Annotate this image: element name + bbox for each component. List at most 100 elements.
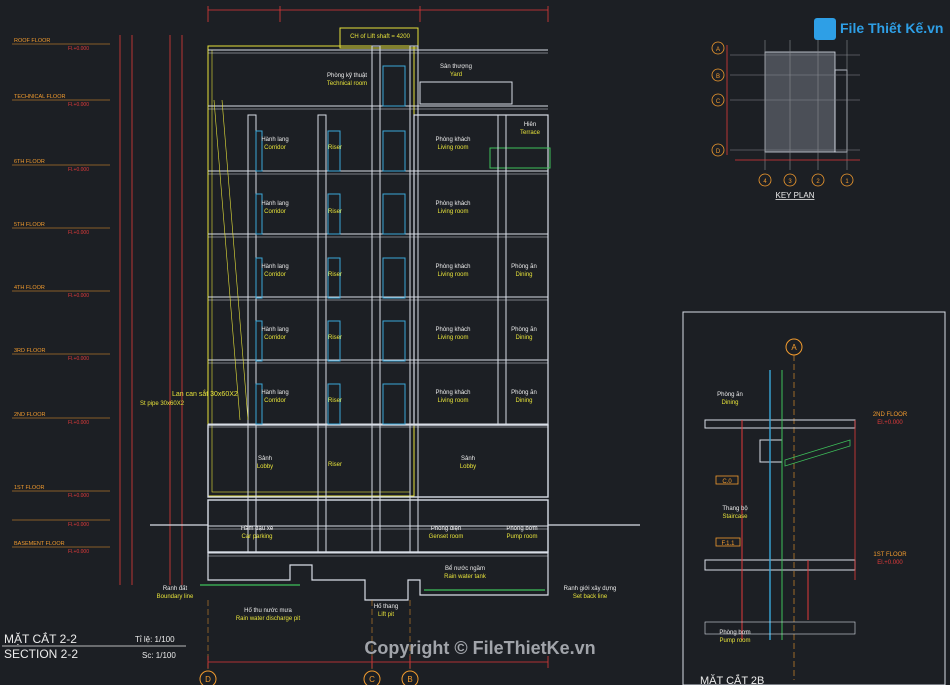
detail-dining-en: Dining [721,400,738,406]
grid-axis-bubble [363,670,381,685]
roof-note: CH of Lift shaft = 4200 [350,34,411,40]
carpark-en: Car parking [241,534,272,540]
tank-en: Rain water tank [444,574,487,580]
bottom-dimension [207,656,549,668]
key-axis-bubble [811,173,825,187]
title-block: MẶT CẮT 2-2 SECTION 2-2 Tỉ lệ: 1/100 Sc:… [2,631,186,661]
living-en: Living room [437,398,468,404]
corridor-vi: Hành lang [261,137,288,143]
floor-elevation: Fl.+0.000 [68,356,89,362]
grid-axis-label: C [369,675,375,684]
lift-door [382,383,406,425]
floor-elevation: Fl.+0.000 [68,420,89,426]
floor-name: TECHNICAL FLOOR [14,94,65,100]
detail-dining-vi: Phòng ăn [717,392,743,398]
corridor-vi: Hành lang [261,390,288,396]
detail-view: A Phòng ăn Dining Thang bộ Staircase Phò… [682,311,946,685]
floor-name: 3RD FLOOR [14,348,46,354]
key-plan: KEY PLAN [726,40,860,200]
railing-vi: Lan can sắt 30x60X2 [172,389,238,398]
floor-name: ROOF FLOOR [14,38,50,44]
carpark-vi: Hầm đậu xe [241,526,274,532]
pump-vi: Phòng bơm [506,526,537,532]
living-vi: Phòng khách [435,137,470,143]
key-side-bubble [711,68,725,82]
key-side-label: C [716,99,721,105]
genset-vi: Phòng điện [431,526,461,532]
boundary-vi: Ranh đất [163,586,188,592]
logo-icon [814,18,836,40]
corridor-door [255,130,263,172]
grid-axis-label: B [407,675,412,684]
riser-door [327,193,341,235]
lift-door [382,257,406,299]
dining-vi: Phòng ăn [511,390,537,396]
key-side-label: B [716,74,720,80]
floor-name: 1ST FLOOR [14,485,44,491]
logo-text: File Thiết Kế.vn [840,20,944,36]
pit-vi: Hố thu nước mưa [244,608,292,614]
key-axis-label: 1 [845,179,849,185]
riser-door [327,257,341,299]
brand-logo: File Thiết Kế.vn [814,14,943,44]
dining-vi: Phòng ăn [511,264,537,270]
lobby-right-vi: Sảnh [461,456,475,462]
dining-en: Dining [515,272,532,278]
section-title-en: SECTION 2-2 [4,647,78,661]
railing-en: St pipe 30x60X2 [140,401,185,407]
setback-en: Set back line [573,594,608,600]
lift-door [382,320,406,362]
key-side-bubble [711,143,725,157]
riser-label: Riser [328,398,342,404]
living-en: Living room [437,335,468,341]
detail-title: MẶT CẮT 2B [700,674,764,685]
tank-vi: Bể nước ngầm [445,565,485,572]
key-side-label: A [716,47,720,53]
genset-en: Genset room [429,534,464,540]
key-axis-bubble [840,173,854,187]
top-dimension [207,6,549,22]
lobby-left-en: Lobby [257,464,273,470]
technical-label-en: Technical room [327,81,367,87]
key-side-bubble [711,93,725,107]
corridor-en: Corridor [264,398,286,404]
riser-label: Riser [328,145,342,151]
floor-name: 2ND FLOOR [14,412,46,418]
corridor-en: Corridor [264,335,286,341]
living-vi: Phòng khách [435,264,470,270]
ground-labels: Sảnh Lobby Sảnh Lobby Riser Hầm đậu xe C… [140,389,616,622]
floor-name: 6TH FLOOR [14,159,45,165]
corridor-vi: Hành lang [261,201,288,207]
floor-elevation: Fl.+0.000 [68,522,89,528]
detail-pump-vi: Phòng bơm [719,630,750,636]
corridor-en: Corridor [264,272,286,278]
floor-elevation: Fl.+0.000 [68,493,89,499]
key-axis-label: 3 [788,179,792,185]
corridor-door [255,383,263,425]
grid-axis-label: D [205,675,211,684]
dining-vi: Phòng ăn [511,327,537,333]
liftpit-en: Lift pit [378,612,394,618]
terrace-label-en: Terrace [520,130,541,136]
dining-en: Dining [515,398,532,404]
dining-en: Dining [515,335,532,341]
floor-elevation: Fl.+0.000 [68,230,89,236]
left-dimension-lines [119,35,183,585]
technical-label-vi: Phòng kỹ thuật [327,73,367,79]
riser-door [327,383,341,425]
detail-stair-en: Staircase [722,514,748,520]
staircase [213,99,249,421]
liftpit-vi: Hố thang [374,604,398,610]
lift-door [382,130,406,172]
corridor-en: Corridor [264,209,286,215]
key-side-bubble [711,41,725,55]
living-en: Living room [437,145,468,151]
detail-tag-f11: F.1.1 [721,541,735,547]
key-axis-label: 2 [816,179,820,185]
floor-elevation: Fl.+0.000 [68,549,89,555]
riser-door [327,320,341,362]
floor-elevation: Fl.+0.000 [68,102,89,108]
